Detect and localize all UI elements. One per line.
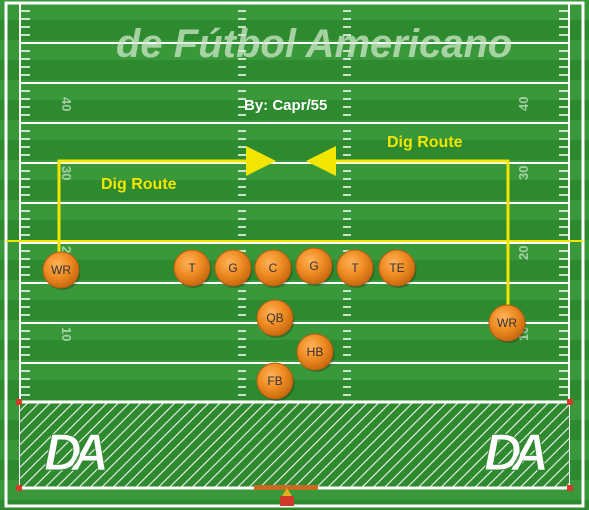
pylon — [567, 485, 573, 491]
player-label: G — [228, 261, 237, 275]
endzone-logo: DA — [484, 424, 557, 483]
player-fb: FB — [256, 362, 295, 401]
player-label: T — [351, 261, 359, 275]
yard-number-right: 40 — [516, 97, 531, 111]
players: WR T G C G T TE QB HB FB WR — [42, 247, 527, 401]
route-label-right: Dig Route — [387, 134, 463, 151]
player-wr: WR — [42, 251, 81, 290]
yard-number-right: 20 — [516, 246, 531, 260]
endzone-logo-text-right: DA — [484, 424, 546, 482]
yard-lines — [20, 2, 569, 364]
yard-number-right: 30 — [516, 166, 531, 180]
player-label: QB — [266, 311, 283, 325]
player-wr: WR — [488, 304, 527, 343]
player-label: FB — [267, 374, 282, 388]
end-zone — [20, 402, 569, 488]
player-qb: QB — [256, 299, 295, 338]
player-label: G — [309, 259, 318, 273]
pylon — [16, 399, 22, 405]
player-c: C — [254, 249, 293, 288]
player-label: WR — [51, 263, 71, 277]
player-hb: HB — [296, 333, 335, 372]
endzone-logo: DA — [44, 424, 117, 483]
pylon — [16, 485, 22, 491]
player-label: C — [269, 261, 278, 275]
credit-label: By: Capr/55 — [244, 97, 327, 114]
pylon — [567, 399, 573, 405]
hash-marks — [20, 10, 569, 396]
player-t: T — [173, 249, 212, 288]
player-label: WR — [497, 316, 517, 330]
player-label: T — [188, 261, 196, 275]
yard-number-left: 40 — [59, 97, 74, 111]
endzone-logo-text-left: DA — [44, 424, 106, 482]
goal-post — [282, 488, 292, 496]
player-label: TE — [389, 261, 404, 275]
goal-post-base — [254, 485, 318, 490]
route-right — [306, 146, 510, 316]
player-g: G — [295, 247, 334, 286]
banner-title: de Fútbol Americano — [116, 22, 512, 66]
route-label-left: Dig Route — [101, 176, 177, 193]
player-g: G — [214, 249, 253, 288]
route-left — [57, 146, 276, 262]
player-t: T — [336, 249, 375, 288]
yard-number-left: 10 — [59, 327, 74, 341]
yard-number-left: 30 — [59, 166, 74, 180]
player-label: HB — [307, 345, 324, 359]
player-te: TE — [378, 249, 417, 288]
